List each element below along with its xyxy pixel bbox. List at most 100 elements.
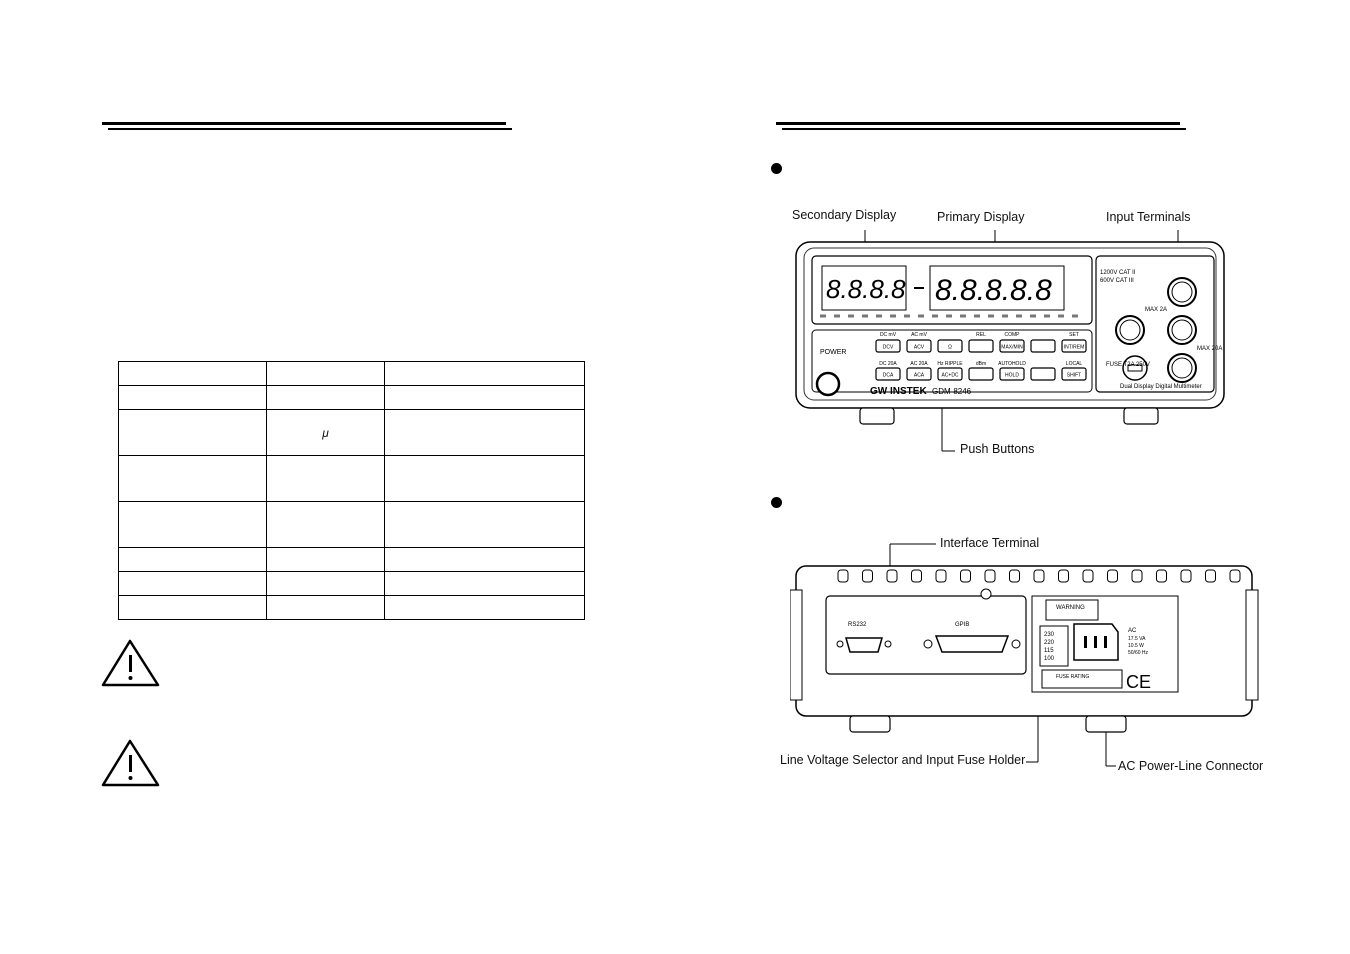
svg-text:1200V CAT II: 1200V CAT II — [1100, 270, 1136, 276]
svg-text:FUSE T2A 250V: FUSE T2A 250V — [1106, 362, 1150, 368]
table-cell — [118, 546, 267, 572]
table-cell — [384, 500, 585, 548]
button-bottom-label: AUTOHOLD — [998, 361, 1026, 367]
callout-secondary-display: Secondary Display — [792, 208, 897, 222]
button-bottom-label: DC 20A — [879, 361, 897, 367]
svg-text:230: 230 — [1044, 632, 1055, 638]
table-cell — [266, 594, 385, 621]
front-button — [1030, 339, 1056, 353]
svg-text:AC: AC — [1128, 628, 1137, 634]
table-cell — [384, 546, 585, 572]
spec-table: μ — [118, 360, 585, 621]
callout-input-terminals: Input Terminals — [1106, 210, 1191, 224]
front-button — [1061, 339, 1087, 353]
vent-slot — [1082, 569, 1094, 583]
table-row — [118, 500, 585, 548]
table-row — [118, 546, 585, 572]
table-cell — [118, 594, 267, 621]
secondary-readout: 8.8.8.8 — [826, 274, 906, 304]
svg-text:MAX 20A: MAX 20A — [1197, 346, 1222, 352]
svg-text:MAX 2A: MAX 2A — [1145, 307, 1167, 313]
front-button-label: HOLD — [1005, 373, 1019, 379]
table-row — [118, 385, 585, 411]
warning-label: WARNING — [1056, 605, 1085, 611]
button-top-label: DC mV — [880, 332, 897, 338]
front-button — [906, 367, 932, 381]
front-button — [999, 339, 1025, 353]
front-button — [968, 367, 994, 381]
vent-slot — [960, 569, 971, 583]
front-button-label: MAX/MIN — [1001, 345, 1023, 351]
svg-text:POWER: POWER — [820, 349, 846, 356]
vent-slot — [911, 569, 922, 583]
svg-text:10.5 W: 10.5 W — [1128, 643, 1144, 649]
button-bottom-label: AC 20A — [910, 361, 928, 367]
bullet-front-panel — [771, 163, 782, 174]
table-cell — [118, 409, 267, 456]
ce-mark: CE — [1126, 672, 1151, 692]
callout-line-voltage: Line Voltage Selector and Input Fuse Hol… — [780, 753, 1026, 767]
warning-icon — [101, 739, 160, 787]
front-button-label: ACV — [914, 345, 925, 351]
front-button — [875, 339, 901, 353]
table-cell — [384, 409, 585, 456]
vent-slot — [1156, 569, 1167, 583]
table-cell — [118, 360, 267, 387]
primary-readout: 8.8.8.8.8 — [935, 274, 1052, 307]
callout-interface-terminal: Interface Terminal — [940, 536, 1040, 550]
front-button-label: AC+DC — [941, 373, 958, 379]
table-cell — [266, 360, 385, 387]
front-button — [968, 339, 994, 353]
front-button — [937, 367, 963, 381]
svg-text:100: 100 — [1044, 656, 1055, 662]
svg-text:115: 115 — [1044, 648, 1054, 654]
table-cell — [266, 570, 385, 596]
front-button-label: SHIFT — [1067, 373, 1081, 379]
warning-icon — [101, 639, 160, 687]
table-cell: μ — [266, 409, 385, 456]
table-cell — [118, 570, 267, 596]
rear-panel-illustration: RS232 GPIB WARNING 230 220 115 100 AC 17… — [790, 543, 1259, 767]
button-bottom-label: dBm — [976, 361, 986, 367]
table-cell — [266, 455, 385, 502]
svg-text:Dual Display Digital Multimete: Dual Display Digital Multimeter — [1120, 384, 1202, 390]
vent-slot — [1009, 569, 1020, 583]
table-cell — [384, 455, 585, 502]
table-cell — [384, 570, 585, 596]
vent-slot — [1205, 569, 1216, 583]
table-row — [118, 570, 585, 596]
button-bottom-label: LOCAL — [1066, 361, 1083, 367]
button-bottom-label: Hz RIPPLE — [937, 361, 963, 367]
table-row: μ — [118, 409, 585, 456]
vent-slot — [1131, 569, 1143, 583]
table-cell — [384, 594, 585, 621]
button-top-label: COMP — [1005, 332, 1021, 338]
table-row — [118, 455, 585, 502]
button-top-label: AC mV — [911, 332, 928, 338]
vent-slot — [1229, 569, 1241, 583]
brand-logo: GW INSTEK — [870, 386, 927, 397]
table-cell — [118, 455, 267, 502]
front-button — [1030, 367, 1056, 381]
callout-ac-connector: AC Power-Line Connector — [1118, 759, 1264, 773]
front-button-label: Ω — [948, 345, 952, 351]
front-panel-illustration: 8.8.8.8 8.8.8.8.8 1200V CAT II 600V CAT … — [795, 230, 1225, 452]
front-button — [1061, 367, 1087, 381]
front-button-label: ACA — [914, 373, 925, 379]
vent-slot — [1033, 569, 1045, 583]
table-cell — [118, 385, 267, 411]
table-cell — [118, 500, 267, 548]
vent-slot — [886, 569, 898, 583]
front-button-label: DCV — [883, 345, 894, 351]
callout-push-buttons: Push Buttons — [960, 442, 1035, 456]
table-row — [118, 594, 585, 621]
table-cell — [384, 360, 585, 387]
front-button — [906, 339, 932, 353]
button-top-label: REL — [976, 332, 986, 338]
vent-slot — [1180, 569, 1192, 583]
bullet-rear-panel — [771, 497, 782, 508]
vent-slot — [1058, 569, 1069, 583]
svg-text:17.5 VA: 17.5 VA — [1128, 636, 1146, 642]
front-button-label: INT/REM — [1064, 345, 1085, 351]
table-cell — [384, 385, 585, 411]
